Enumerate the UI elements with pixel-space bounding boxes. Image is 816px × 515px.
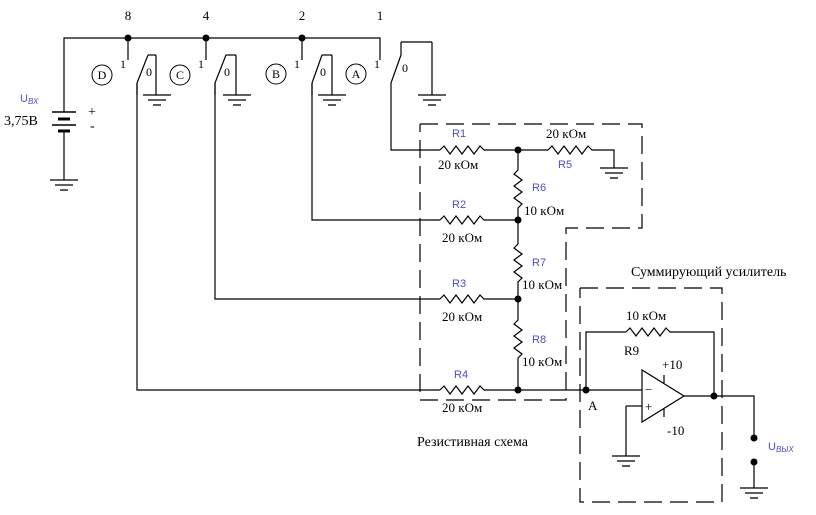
- svg-text:20 кОм: 20 кОм: [442, 230, 482, 245]
- svg-text:20 кОм: 20 кОм: [442, 400, 482, 415]
- resistor-r5: 20 кОм R5: [518, 126, 628, 179]
- weight-4: 4: [203, 8, 210, 23]
- switch-d-label: D: [98, 68, 107, 82]
- svg-text:R7: R7: [532, 257, 546, 269]
- resistor-r1: R1 20 кОм: [438, 128, 518, 172]
- opamp-plus: +: [645, 399, 652, 414]
- opamp-triangle: [641, 368, 686, 424]
- weight-8: 8: [125, 8, 132, 23]
- input-voltage-value: 3,75В: [4, 114, 38, 129]
- svg-text:10 кОм: 10 кОм: [524, 203, 564, 218]
- wire-c-r3: [214, 83, 440, 300]
- resistive-network-label: Резистивная схема: [417, 435, 529, 450]
- switch-a[interactable]: 1 0 A: [345, 41, 446, 106]
- resistor-r6: R6 10 кОм: [513, 150, 564, 220]
- opamp-vneg: -10: [667, 423, 684, 438]
- switch-a-label: A: [352, 67, 361, 81]
- input-source: + - UВХ 3,75В: [4, 93, 96, 191]
- top-bus: 8 4 2 1: [63, 8, 384, 107]
- switch-d-pos0: 0: [146, 65, 152, 79]
- r9-name: R9: [624, 343, 639, 358]
- summing-amplifier-box: Суммирующий усилитель: [579, 265, 786, 503]
- wire-b-r2: [311, 83, 440, 221]
- opamp-minus: −: [645, 382, 652, 397]
- switch-b-pos0: 0: [320, 65, 326, 79]
- resistor-r8: R8 10 кОм: [513, 299, 562, 390]
- wire-d-r4: [136, 83, 440, 391]
- summing-amplifier: 10 кОм R9 − + +10 -10 A UВЫХ: [518, 308, 794, 499]
- switch-b-label: B: [272, 67, 280, 81]
- svg-text:20 кОм: 20 кОм: [546, 126, 586, 141]
- battery-minus: -: [90, 119, 95, 134]
- switch-b[interactable]: 1 0 B: [265, 54, 346, 106]
- svg-text:R2: R2: [452, 199, 466, 211]
- switch-c[interactable]: 1 0 C: [169, 54, 251, 106]
- r9-value: 10 кОм: [626, 308, 666, 323]
- switch-a-pos1: 1: [374, 57, 380, 71]
- svg-text:10 кОм: 10 кОм: [522, 354, 562, 369]
- weight-1: 1: [377, 8, 384, 23]
- switch-d[interactable]: 1 0 D: [91, 54, 171, 106]
- svg-text:R3: R3: [452, 278, 466, 290]
- switch-c-pos0: 0: [224, 65, 230, 79]
- resistor-r3: R3 20 кОм: [439, 278, 518, 324]
- svg-text:R1: R1: [452, 128, 466, 140]
- opamp-vpos: +10: [662, 357, 682, 372]
- weight-2: 2: [299, 8, 306, 23]
- switch-c-label: C: [176, 68, 184, 82]
- wire-a-r1: [390, 83, 440, 151]
- switch-d-pos1: 1: [120, 57, 126, 71]
- output-voltage-label: UВЫХ: [768, 441, 794, 454]
- svg-text:R4: R4: [454, 369, 468, 381]
- svg-text:10 кОм: 10 кОм: [522, 277, 562, 292]
- svg-text:20 кОм: 20 кОм: [438, 157, 478, 172]
- resistor-r2: R2 20 кОм: [439, 199, 518, 245]
- svg-text:R5: R5: [558, 159, 572, 171]
- svg-text:R8: R8: [532, 334, 546, 346]
- resistor-r7: R7 10 кОм: [513, 220, 562, 299]
- resistive-network-box: Резистивная схема: [417, 123, 643, 450]
- summing-amplifier-label: Суммирующий усилитель: [631, 265, 786, 280]
- resistor-r4: R4 20 кОм: [439, 369, 518, 415]
- switch-c-pos1: 1: [198, 57, 204, 71]
- switch-b-pos1: 1: [294, 57, 300, 71]
- svg-text:20 кОм: 20 кОм: [442, 309, 482, 324]
- node-a-label: A: [588, 398, 598, 413]
- switch-a-pos0: 0: [402, 61, 408, 75]
- input-voltage-label: UВХ: [20, 93, 39, 106]
- battery-plus: +: [88, 105, 96, 120]
- svg-text:R6: R6: [532, 182, 546, 194]
